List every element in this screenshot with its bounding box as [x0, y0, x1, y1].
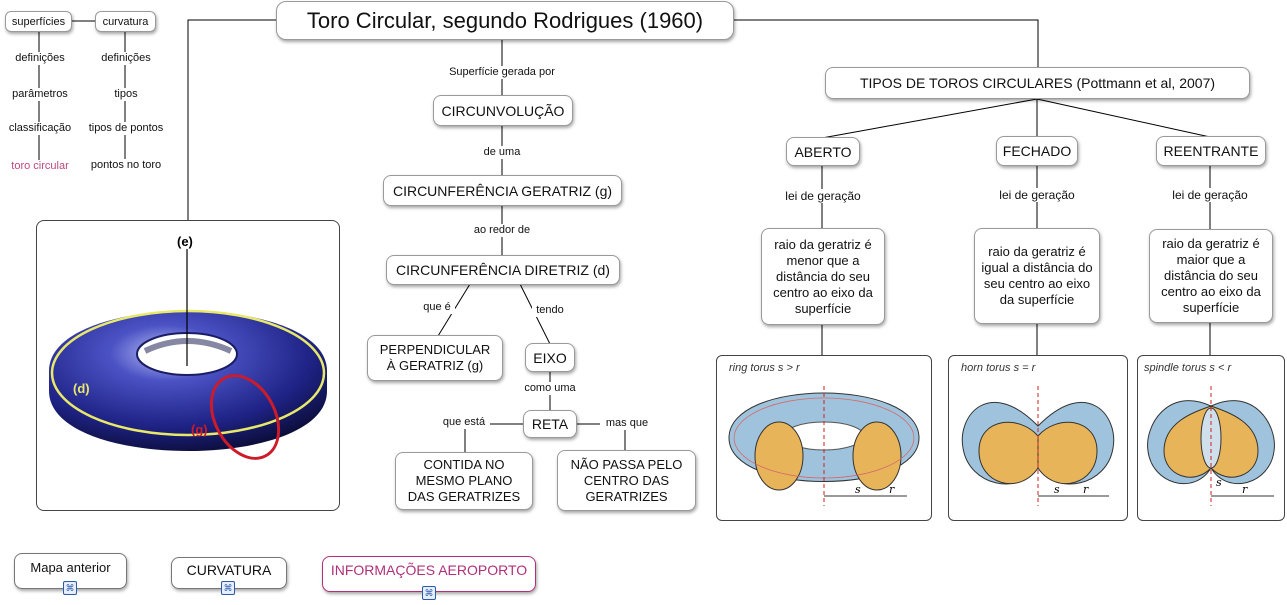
menu-curvatura-label: curvatura [102, 15, 149, 28]
node-circunvolucao-label: CIRCUNVOLUÇÃO [441, 102, 565, 119]
map-link-icon[interactable]: ⌘ [422, 586, 436, 600]
node-circunferencia-geratriz: CIRCUNFERÊNCIA GERATRIZ (g) [383, 175, 622, 206]
link-tendo: tendo [532, 304, 568, 317]
spindle-r-label: r [1242, 483, 1248, 496]
node-type-reentrante: REENTRANTE [1156, 136, 1266, 166]
nav-curvatura[interactable]: CURVATURA [171, 557, 287, 589]
menu-link-tipos-de-pontos[interactable]: tipos de pontos [82, 122, 170, 135]
node-circunferencia-diretriz: CIRCUNFERÊNCIA DIRETRIZ (d) [386, 255, 620, 285]
node-contida-label: CONTIDA NO MESMO PLANO DAS GERATRIZES [407, 457, 521, 504]
node-nao-passa: NÃO PASSA PELO CENTRO DAS GERATRIZES [557, 450, 696, 511]
node-nao-passa-label: NÃO PASSA PELO CENTRO DAS GERATRIZES [570, 456, 683, 504]
horn-torus-drawing: s r [961, 386, 1115, 506]
menu-link-definicoes-2[interactable]: definições [94, 52, 158, 65]
label-d: (d) [73, 381, 90, 396]
node-tipos-header: TIPOS DE TOROS CIRCULARES (Pottmann et a… [825, 67, 1250, 99]
menu-curvatura[interactable]: curvatura [95, 11, 156, 32]
node-eixo: EIXO [525, 343, 575, 372]
spindle-torus-figure: spindle torus s < r s r [1137, 355, 1285, 521]
link-ao-redor-de: ao redor de [466, 224, 538, 237]
ring-r-label: r [889, 483, 895, 496]
menu-superficies-label: superfícies [11, 15, 66, 28]
menu-link-classificacao[interactable]: classificação [2, 122, 78, 135]
menu-link-definicoes-1[interactable]: definições [8, 52, 72, 65]
nav-curvatura-label: CURVATURA [186, 562, 272, 578]
horn-r-label: r [1083, 483, 1089, 496]
link-que-esta: que está [438, 416, 490, 429]
node-contida: CONTIDA NO MESMO PLANO DAS GERATRIZES [395, 452, 533, 510]
horn-torus-caption: horn torus s = r [961, 362, 1036, 374]
ring-s-label: s [855, 483, 861, 496]
node-perpendicular-label: PERPENDICULAR À GERATRIZ (g) [379, 342, 491, 373]
node-circunferencia-geratriz-label: CIRCUNFERÊNCIA GERATRIZ (g) [392, 182, 613, 199]
link-lei-de-geracao-reentrante: lei de geração [1163, 188, 1257, 202]
node-type-fechado: FECHADO [996, 136, 1078, 166]
link-superficie-gerada-por: Superfície gerada por [441, 66, 563, 79]
node-rule-fechado: raio da geratriz é igual a distância do … [974, 228, 1100, 324]
link-lei-de-geracao-aberto: lei de geração [776, 189, 870, 203]
node-rule-aberto: raio da geratriz é menor que a distância… [761, 228, 885, 325]
link-lei-de-geracao-fechado: lei de geração [990, 188, 1084, 202]
torus-image-panel: (e) (d) (g) [36, 220, 340, 511]
menu-superficies[interactable]: superfícies [5, 11, 72, 32]
type-reentrante-label: REENTRANTE [1163, 143, 1259, 159]
label-g: (g) [191, 422, 208, 437]
menu-link-pontos-no-toro[interactable]: pontos no toro [84, 159, 168, 172]
horn-s-label: s [1054, 483, 1060, 496]
spindle-torus-drawing: s r [1147, 386, 1275, 506]
node-perpendicular: PERPENDICULAR À GERATRIZ (g) [367, 335, 503, 381]
ring-torus-drawing: s r [728, 386, 920, 506]
map-link-icon[interactable]: ⌘ [221, 581, 235, 595]
node-circunferencia-diretriz-label: CIRCUNFERÊNCIA DIRETRIZ (d) [396, 262, 610, 278]
label-e: (e) [177, 234, 193, 249]
menu-link-parametros[interactable]: parâmetros [6, 88, 74, 101]
rule-aberto-text: raio da geratriz é menor que a distância… [773, 236, 873, 316]
map-title: Toro Circular, segundo Rodrigues (1960) [276, 1, 734, 40]
link-mas-que: mas que [600, 417, 654, 430]
rule-reentrante-text: raio da geratriz é maior que a distância… [1161, 236, 1261, 315]
menu-link-tipos[interactable]: tipos [106, 88, 146, 101]
menu-link-toro-circular[interactable]: toro circular [4, 160, 76, 173]
node-type-aberto: ABERTO [786, 137, 860, 166]
nav-informacoes-aeroporto-label: INFORMAÇÕES AEROPORTO [330, 562, 528, 578]
nav-mapa-anterior-label: Mapa anterior [30, 560, 111, 575]
link-que-e: que é [419, 301, 455, 314]
node-reta-label: RETA [531, 416, 569, 432]
spindle-s-label: s [1216, 476, 1222, 489]
generatrix-circle [209, 374, 281, 460]
directrix-circle [50, 309, 326, 437]
rule-fechado-text: raio da geratriz é igual a distância do … [981, 244, 1093, 307]
spindle-torus-caption: spindle torus s < r [1144, 362, 1232, 374]
ring-torus-caption: ring torus s > r [729, 362, 800, 374]
link-de-uma: de uma [478, 146, 526, 159]
node-eixo-label: EIXO [533, 349, 567, 366]
link-como-uma: como uma [517, 382, 583, 395]
horn-torus-figure: horn torus s = r s r [948, 355, 1128, 521]
node-tipos-header-label: TIPOS DE TOROS CIRCULARES (Pottmann et a… [859, 75, 1216, 91]
torus-illustration: (e) (d) (g) [49, 234, 327, 460]
map-title-text: Toro Circular, segundo Rodrigues (1960) [306, 7, 704, 33]
type-fechado-label: FECHADO [1002, 143, 1072, 159]
type-aberto-label: ABERTO [794, 143, 852, 160]
node-reta: RETA [523, 410, 577, 438]
node-circunvolucao: CIRCUNVOLUÇÃO [433, 95, 573, 126]
node-rule-reentrante: raio da geratriz é maior que a distância… [1149, 229, 1273, 323]
ring-torus-figure: ring torus s > r s r [716, 355, 932, 521]
map-link-icon[interactable]: ⌘ [63, 581, 77, 595]
